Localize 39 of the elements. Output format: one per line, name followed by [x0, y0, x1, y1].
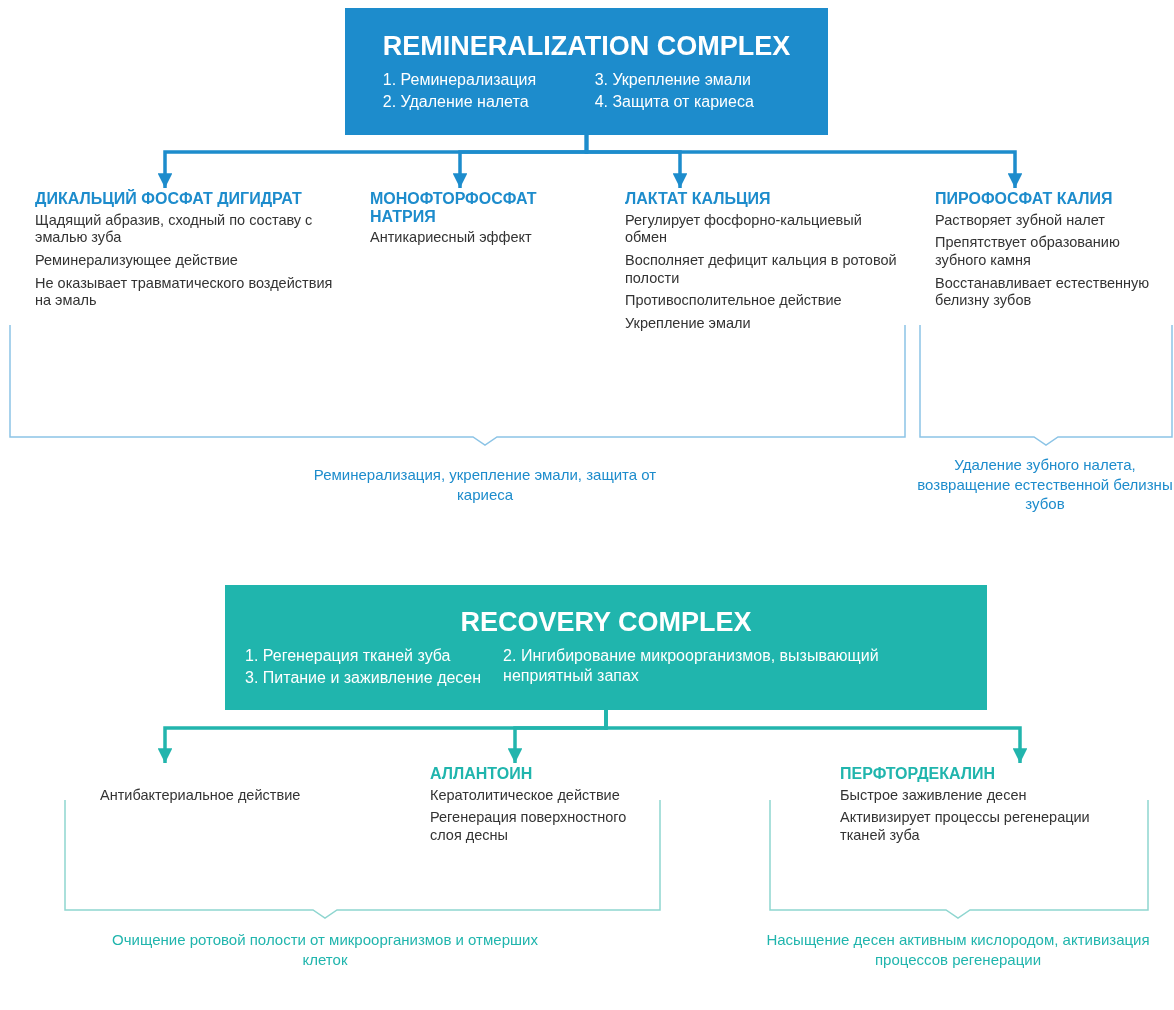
effect-text: Кератолитическое действие: [430, 786, 621, 805]
effect-text: Антибактериальное действие: [100, 787, 302, 805]
effect-text: Быстрое заживление десен: [840, 786, 1028, 805]
benefit-item: 2. Ингибирование микроорганизмов, вызывающий неприятный запах: [503, 646, 880, 686]
effect-text: Регулирует фосфорно-кальциевый обмен: [625, 211, 863, 247]
benefit-item: 1. Реминерализация: [382, 70, 538, 90]
arrow: [604, 710, 1028, 763]
effect-text: Восстанавливает естественную белизну зубов: [935, 274, 1151, 311]
summary-text: Реминерализация, укрепление эмали, защита от кариеса: [312, 465, 658, 504]
summary-text: Очищение ротовой полости от микроорганизмов и отмерших клеток: [111, 930, 539, 969]
effect-text: Реминерализующее действие: [35, 251, 239, 270]
summary-text: Удаление зубного налета, возвращение естественной белизны зубов: [916, 455, 1174, 514]
ingredient-heading: АЛЛАНТОИН: [430, 765, 534, 783]
benefit-item: 4. Защита от кариеса: [594, 92, 755, 112]
complex-title: RECOVERY COMPLEX: [459, 607, 753, 638]
ingredient-heading: МОНОФТОРФОСФАТ НАТРИЯ: [370, 190, 538, 226]
arrow: [584, 135, 1023, 188]
effect-text: Активизирует процессы регенерации тканей зуба: [840, 809, 1091, 845]
ingredient-heading: ЛАКТАТ КАЛЬЦИЯ: [625, 190, 772, 208]
effect-text: Антикариесный эффект: [370, 229, 533, 247]
ingredient-heading: ДИКАЛЬЦИЙ ФОСФАТ ДИГИДРАТ: [35, 190, 303, 208]
effect-text: Препятствует образованию зубного камня: [935, 234, 1121, 270]
complex-box: [345, 8, 828, 135]
benefit-item: 2. Удаление налета: [382, 92, 530, 112]
effect-text: Не оказывает травматического воздействия на эмаль: [35, 274, 334, 311]
effect-text: Укрепление эмали: [625, 315, 752, 333]
benefit-item: 1. Регенерация тканей зуба: [245, 646, 452, 666]
ingredient-heading: ПИРОФОСФАТ КАЛИЯ: [935, 190, 1114, 208]
benefit-item: 3. Питание и заживление десен: [245, 668, 482, 688]
effect-text: Регенерация поверхностного слоя десны: [430, 809, 628, 845]
effect-text: Противосполительное действие: [625, 292, 843, 311]
effect-text: Восполняет дефицит кальция в ротовой полости: [625, 251, 897, 288]
benefit-item: 3. Укрепление эмали: [594, 70, 752, 90]
summary-text: Насыщение десен активным кислородом, активизация процессов регенерации: [765, 930, 1151, 969]
complex-box: [225, 585, 987, 710]
complex-title: REMINERALIZATION COMPLEX: [382, 31, 791, 62]
effect-text: Щадящий абразив, сходный по составу с эмалью зуба: [35, 211, 314, 247]
effect-text: Растворяет зубной налет: [935, 211, 1106, 230]
ingredient-heading: ПЕРФТОРДЕКАЛИН: [840, 765, 997, 783]
